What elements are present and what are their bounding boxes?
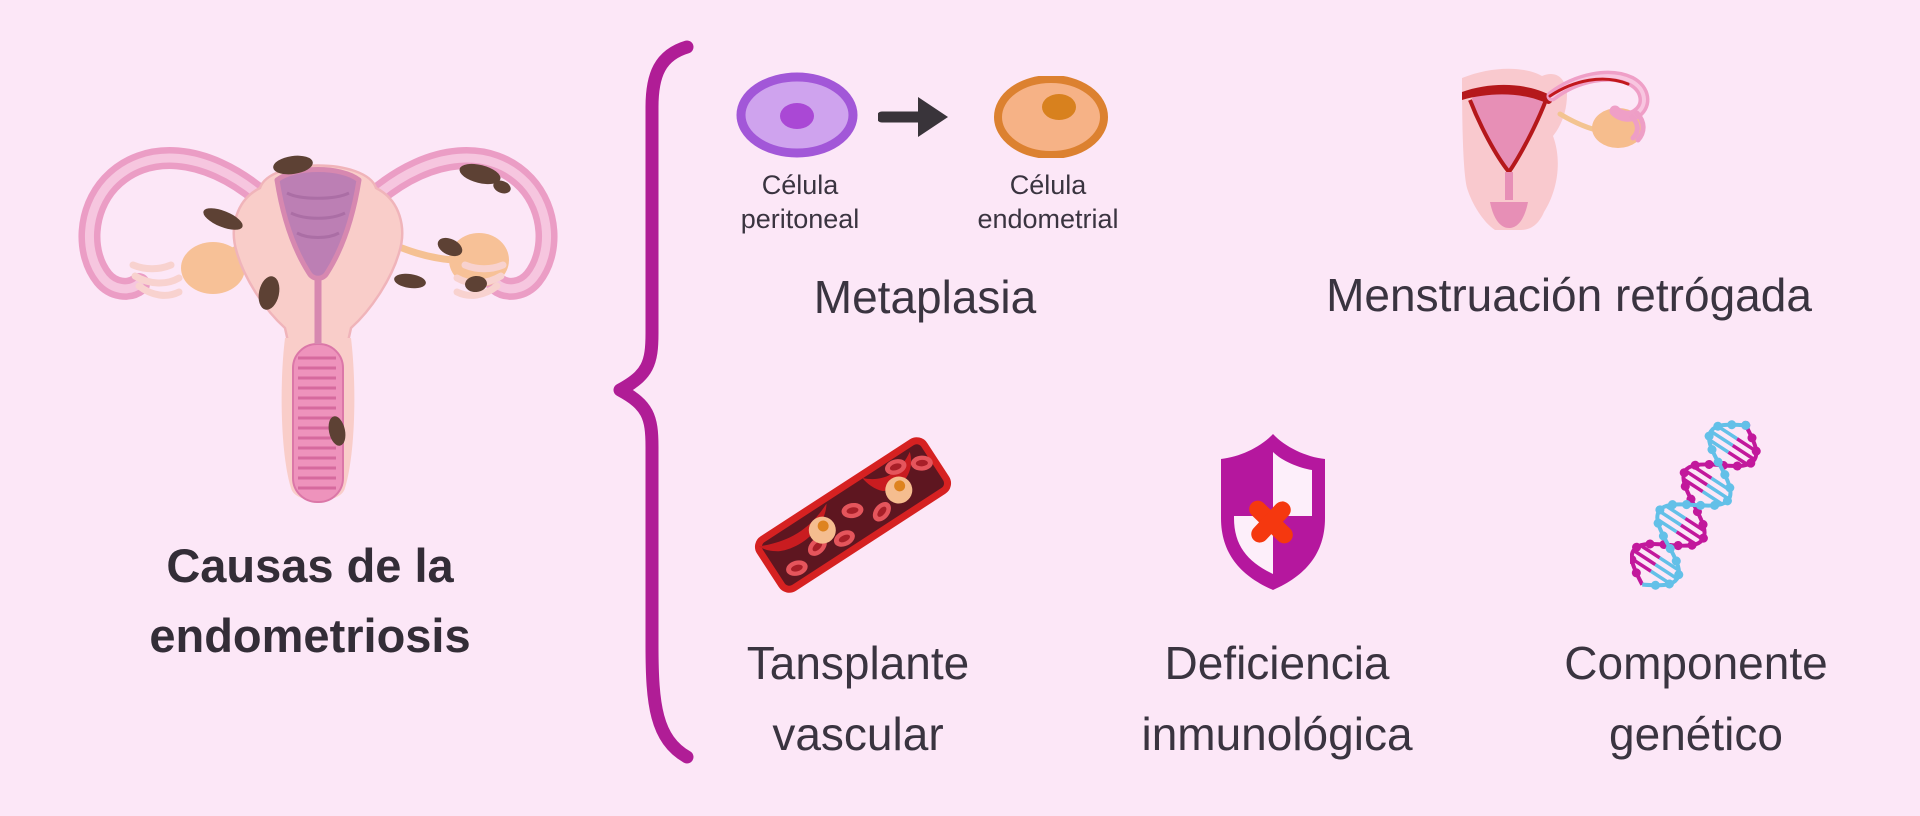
left-fimbriae bbox=[129, 261, 183, 299]
red-blood-cells bbox=[786, 455, 933, 576]
uterus-cavity bbox=[1472, 89, 1544, 172]
genetic-label-line1: Componente bbox=[1564, 637, 1828, 689]
immune-label-line2: inmunológica bbox=[1141, 708, 1413, 760]
left-fallopian-tube bbox=[78, 147, 271, 300]
cause-label-vascular-transplant: Tansplante vascular bbox=[708, 628, 1008, 770]
page-title-line1: Causas de la bbox=[166, 539, 454, 592]
dna-helix-icon bbox=[1630, 420, 1761, 590]
endometrial-cell-label-line1: Célula bbox=[1009, 170, 1087, 200]
x-mark bbox=[1249, 500, 1293, 544]
endometriosis-lesions bbox=[203, 155, 511, 446]
menstrual-blood-band bbox=[1462, 84, 1553, 104]
arrow-right-icon bbox=[878, 97, 948, 137]
shield-x-icon bbox=[1221, 434, 1325, 590]
retrograde-menstruation-icon bbox=[1462, 68, 1650, 230]
immune-label-line1: Deficiencia bbox=[1164, 637, 1390, 689]
cause-label-retrograde-menstruation: Menstruación retrógada bbox=[1326, 269, 1812, 321]
endometrial-cell-icon bbox=[994, 76, 1108, 158]
peritoneal-cell-label-line2: peritoneal bbox=[740, 204, 860, 234]
vaginal-ridges bbox=[298, 356, 336, 490]
endometrial-cells-in-vessel bbox=[808, 476, 913, 544]
endometrial-cell-label: Célula endometrial bbox=[938, 168, 1158, 236]
cause-label-immune-deficiency: Deficiencia inmunológica bbox=[1077, 628, 1477, 770]
menstrual-blood-outline bbox=[1468, 99, 1548, 174]
vagina bbox=[1490, 202, 1528, 228]
right-ovary bbox=[449, 233, 509, 287]
right-fallopian-tube bbox=[365, 147, 558, 300]
peritoneal-cell-label: Célula peritoneal bbox=[700, 168, 900, 236]
vascular-label-line1: Tansplante bbox=[746, 637, 970, 689]
blood-vessel-icon bbox=[754, 437, 952, 593]
curly-brace-icon bbox=[613, 40, 694, 764]
uterus-endometriosis-illustration bbox=[78, 147, 558, 503]
cause-label-metaplasia: Metaplasia bbox=[813, 271, 1037, 323]
retrograde-flow-line bbox=[1548, 77, 1630, 98]
page-title: Causas de la endometriosis bbox=[60, 531, 560, 671]
fimbriae bbox=[1629, 110, 1646, 143]
cause-label-genetic-component: Componente genético bbox=[1546, 628, 1846, 770]
vascular-label-line2: vascular bbox=[772, 708, 944, 760]
left-ovary bbox=[181, 242, 245, 294]
cavity-texture bbox=[286, 191, 350, 239]
endometrial-cell-label-line2: endometrial bbox=[977, 204, 1119, 234]
page-title-line2: endometriosis bbox=[149, 609, 471, 662]
peritoneal-cell-label-line1: Célula bbox=[761, 170, 839, 200]
peritoneal-cell-icon bbox=[736, 72, 858, 158]
genetic-label-line2: genético bbox=[1609, 708, 1783, 760]
